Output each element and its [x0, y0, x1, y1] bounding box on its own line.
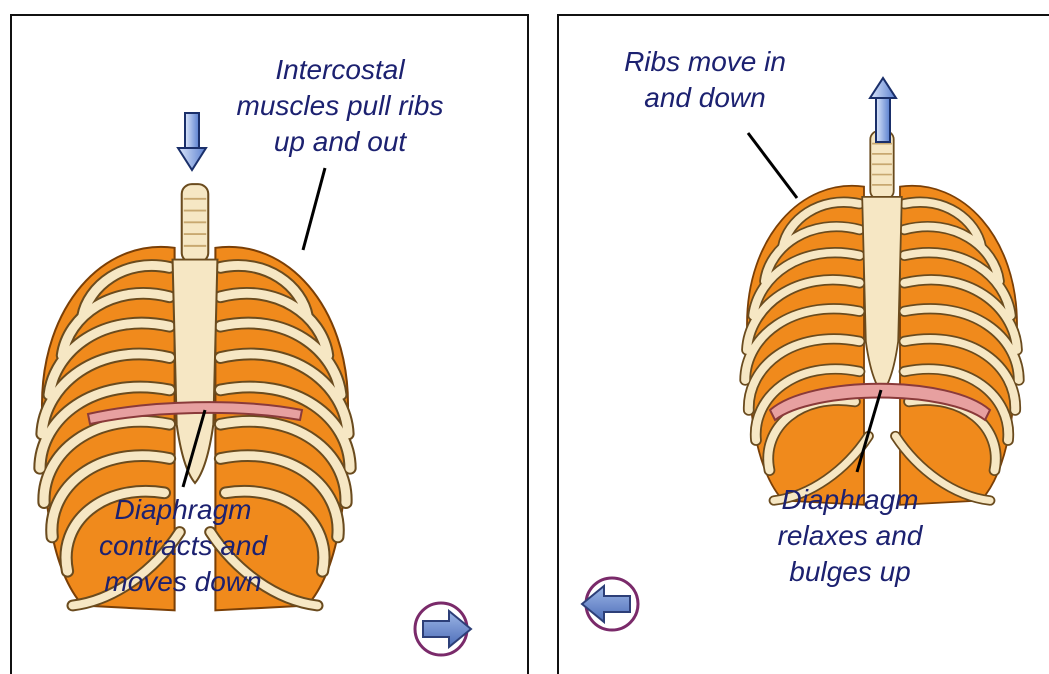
left-top-caption: Intercostal muscles pull ribs up and out [210, 52, 470, 160]
right-ribcage [745, 131, 1019, 505]
intercostal-pointer-line [303, 168, 325, 250]
ribs-pointer-line [748, 133, 797, 198]
back-button[interactable] [578, 574, 642, 634]
down-arrow-icon [178, 113, 206, 170]
back-arrow-icon [578, 574, 642, 634]
next-arrow-icon [411, 599, 475, 659]
left-bottom-caption: Diaphragm contracts and moves down [63, 492, 303, 600]
right-top-caption: Ribs move in and down [590, 44, 820, 116]
right-bottom-caption: Diaphragm relaxes and bulges up [735, 482, 965, 590]
next-button[interactable] [411, 599, 475, 659]
